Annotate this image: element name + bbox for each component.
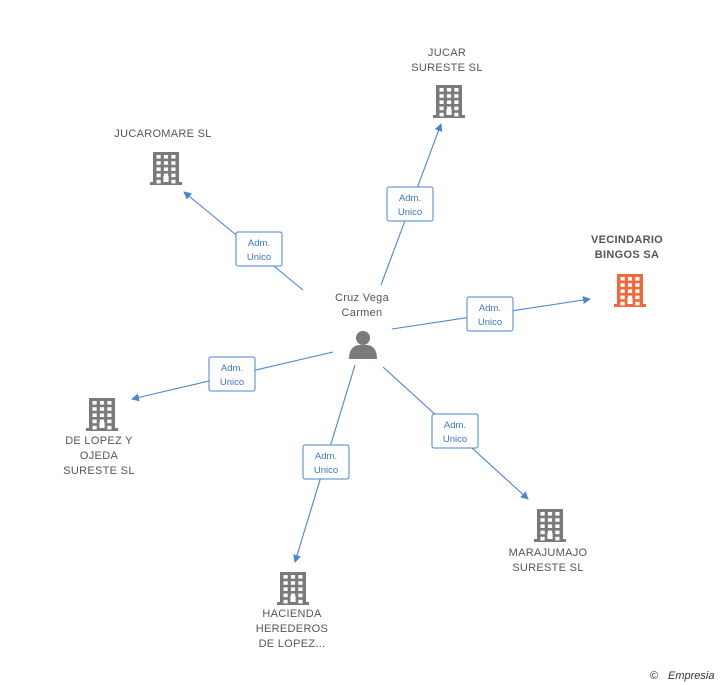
company-name-line: DE LOPEZ Y [65,435,133,447]
relation-role-line: Unico [247,252,271,263]
company-node-marajumajo[interactable]: MARAJUMAJO SURESTE SL [509,509,588,574]
relation-role-line: Adm. [399,193,421,204]
relation-role-line: Unico [220,377,244,388]
building-icon [534,509,566,542]
relation-role-line: Unico [443,434,467,445]
company-name-line: VECINDARIO [591,234,663,246]
building-icon [433,85,465,118]
company-name-line: SURESTE SL [512,562,583,574]
relation-badge-box[interactable] [235,231,283,267]
relation-role-line: Adm. [479,303,501,314]
relation-badge-hacienda[interactable]: Adm. Unico [302,444,350,480]
company-node-jucaromare[interactable]: JUCAROMARE SL [114,128,211,185]
relation-role-line: Unico [398,207,422,218]
company-node-vecindario[interactable]: VECINDARIO BINGOS SA [591,234,663,307]
relation-badge-box[interactable] [302,444,350,480]
relation-badge-box[interactable] [431,413,479,449]
person-name-line: Carmen [342,307,383,319]
company-name-line: DE LOPEZ... [259,638,326,650]
relation-role-line: Adm. [221,363,243,374]
relation-role-line: Adm. [248,238,270,249]
company-name-line: MARAJUMAJO [509,547,588,559]
badges-layer: Adm.UnicoAdm.UnicoAdm.UnicoAdm.UnicoAdm.… [208,186,514,480]
relation-role-line: Adm. [315,451,337,462]
relation-badge-jucar[interactable]: Adm. Unico [386,186,434,222]
building-icon [277,572,309,605]
company-name-line: SURESTE SL [411,62,482,74]
copyright-symbol: © [650,670,658,682]
building-icon [86,398,118,431]
relation-role-line: Unico [314,465,338,476]
company-name-line: HEREDEROS [256,623,328,635]
company-node-delopez[interactable]: DE LOPEZ Y OJEDA SURESTE SL [63,398,134,477]
relation-badge-marajumajo[interactable]: Adm. Unico [431,413,479,449]
relation-badge-delopez[interactable]: Adm. Unico [208,356,256,392]
company-name-line: HACIENDA [262,608,322,620]
footer-logo[interactable]: © Empresia [650,670,714,682]
relation-role-line: Adm. [444,420,466,431]
building-icon [614,274,646,307]
relation-badge-box[interactable] [386,186,434,222]
company-name-line: OJEDA [80,450,119,462]
person-icon [349,331,377,359]
relation-badge-box[interactable] [466,296,514,332]
person-name-line: Cruz Vega [335,292,390,304]
nodes-layer: JUCAR SURESTE SL JUCAROMARE SL VECINDARIO BI… [63,47,663,650]
relation-role-line: Unico [478,317,502,328]
building-icon [150,152,182,185]
company-node-hacienda[interactable]: HACIENDA HEREDEROS DE LOPEZ... [256,572,328,650]
relation-badge-vecindario[interactable]: Adm. Unico [466,296,514,332]
relation-badge-box[interactable] [208,356,256,392]
company-name-line: JUCAROMARE SL [114,128,211,140]
company-name-line: JUCAR [428,47,466,59]
brand-name[interactable]: Empresia [668,670,714,682]
company-name-line: SURESTE SL [63,465,134,477]
company-name-line: BINGOS SA [595,249,659,261]
company-node-jucar[interactable]: JUCAR SURESTE SL [411,47,482,118]
relation-badge-jucaromare[interactable]: Adm. Unico [235,231,283,267]
